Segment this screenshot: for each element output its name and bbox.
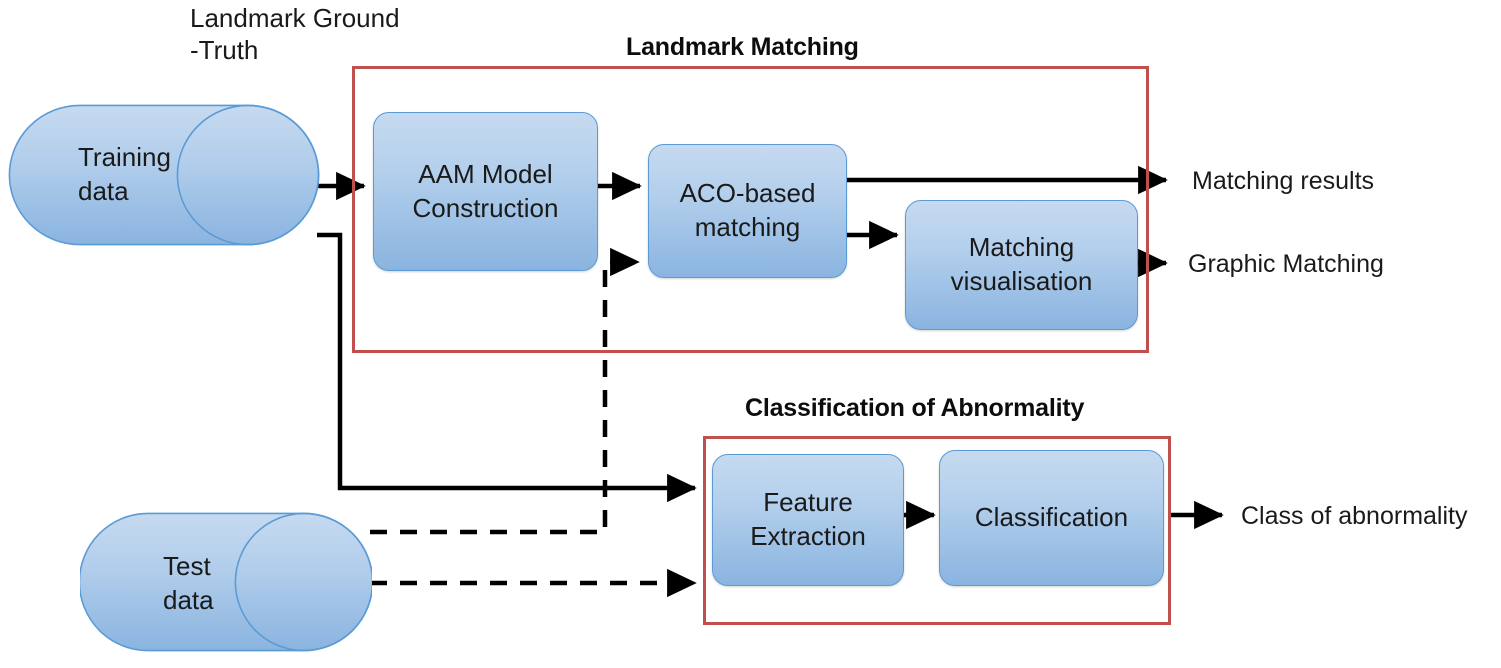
process-box-label: AAM Model Construction [412,158,559,223]
process-box-label: Classification [974,502,1129,533]
process-box-classification[interactable]: Classification [939,450,1164,586]
process-box-label: ACO-based matching [679,178,816,242]
data-store-label: Training data [78,142,171,206]
data-store-label: Test data [163,551,214,615]
annotation-landmark-ground-truth: Landmark Ground -Truth [190,3,400,66]
process-box-label: Matching visualisation [950,232,1093,296]
group-title-landmark-matching: Landmark Matching [626,33,859,61]
output-label-class-of-abnormality: Class of abnormality [1241,502,1468,530]
group-title-classification-of-abnormality: Classification of Abnormality [745,394,1085,422]
group-frame-classification-of-abnormality [703,436,1171,625]
connector-training-to-feature-extraction [317,232,697,503]
process-box-aco-based-matching[interactable]: ACO-based matching [648,144,847,278]
output-label-matching-results: Matching results [1192,167,1375,195]
connector-test-to-aco [370,247,640,535]
process-box-matching-visualisation[interactable]: Matching visualisation [905,200,1138,330]
process-box-label: Feature Extraction [750,487,866,551]
process-box-feature-extraction[interactable]: Feature Extraction [712,454,904,586]
process-box-aam-model-construction[interactable]: AAM Model Construction [373,112,598,271]
data-store-test-data[interactable]: Test data [80,512,372,652]
output-label-graphic-matching: Graphic Matching [1188,250,1384,278]
group-frame-landmark-matching [352,66,1149,353]
data-store-training-data[interactable]: Training data [8,104,320,246]
